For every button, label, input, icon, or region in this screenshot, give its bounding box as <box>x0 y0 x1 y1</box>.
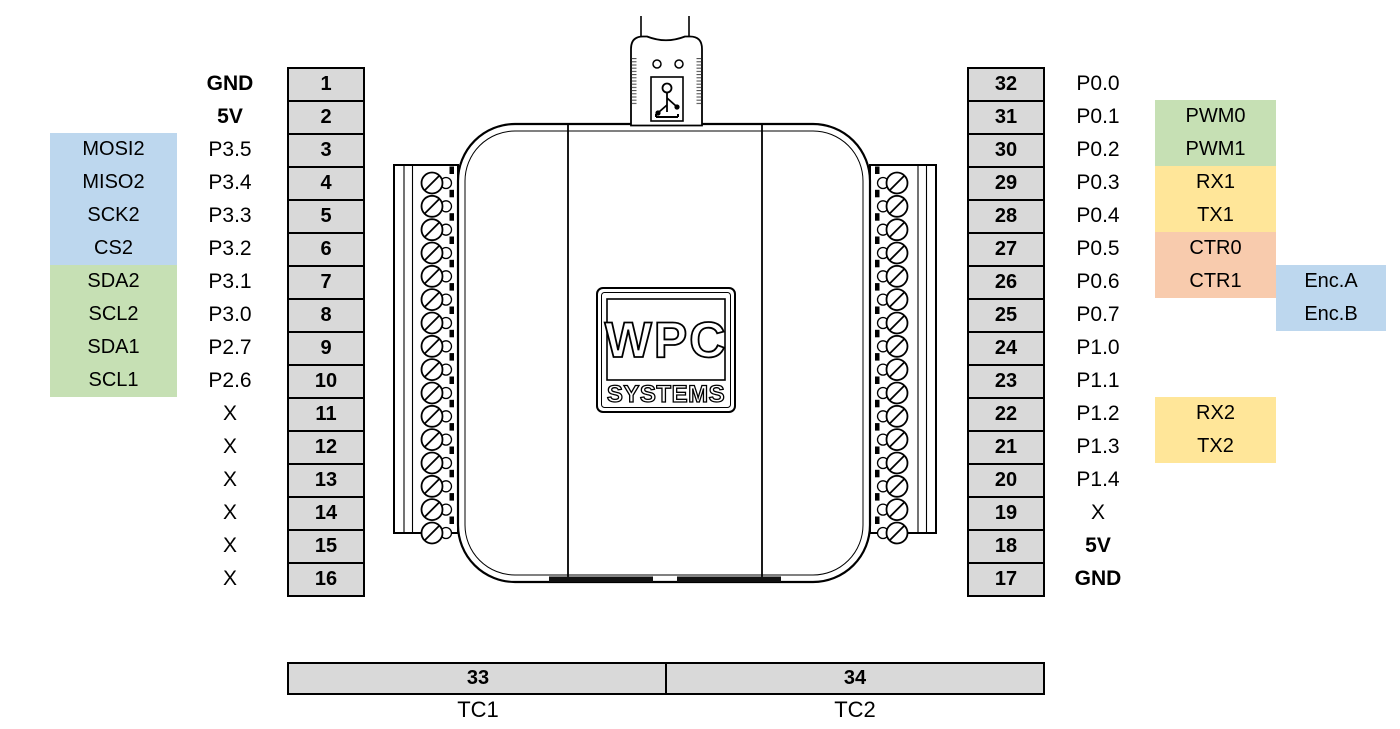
pin-name-label: P2.6 <box>208 368 252 392</box>
pin-name-label: GND <box>206 71 254 95</box>
pin-box: 6 <box>287 232 365 267</box>
device-foot <box>549 576 653 582</box>
pin-name-label: P1.1 <box>1076 368 1120 392</box>
pin-name-label: X <box>1090 500 1105 524</box>
pin-name-label: P3.4 <box>208 170 252 194</box>
pin-name-label: X <box>222 566 237 590</box>
pin-name-label: 5V <box>217 104 243 128</box>
pin-name-label: P0.3 <box>1076 170 1120 194</box>
pin-name-label: X <box>222 434 237 458</box>
pin-function-label: RX1 <box>1155 166 1276 199</box>
pin-name-label: P0.5 <box>1076 236 1120 260</box>
pin-box: 23 <box>967 364 1045 399</box>
pin-box: 31 <box>967 100 1045 135</box>
pin-box: 30 <box>967 133 1045 168</box>
pin-name-label: X <box>222 467 237 491</box>
pin-function-label: SCL2 <box>50 298 177 331</box>
pin-box: 18 <box>967 529 1045 564</box>
pin-function-label: SCK2 <box>50 199 177 232</box>
pin-function-label: RX2 <box>1155 397 1276 430</box>
bottom-pin-label: TC1 <box>457 697 499 722</box>
pin-name-label: X <box>222 533 237 557</box>
pin-box: 26 <box>967 265 1045 300</box>
pin-name-label: P0.6 <box>1076 269 1120 293</box>
pin-box: 19 <box>967 496 1045 531</box>
pin-name-label: P1.2 <box>1076 401 1120 425</box>
brand-logo: WPC SYSTEMS <box>596 287 736 413</box>
pin-box: 15 <box>287 529 365 564</box>
pin-name-label: P3.0 <box>208 302 252 326</box>
pin-name-label: X <box>222 500 237 524</box>
pin-box: 16 <box>287 562 365 597</box>
pin-box: 32 <box>967 67 1045 102</box>
pin-name-label: P3.2 <box>208 236 252 260</box>
pin-box: 9 <box>287 331 365 366</box>
usb-trident-icon <box>650 76 684 122</box>
pin-box: 14 <box>287 496 365 531</box>
pin-box: 8 <box>287 298 365 333</box>
pin-name-label: P3.5 <box>208 137 252 161</box>
pin-box: 20 <box>967 463 1045 498</box>
pin-box: 11 <box>287 397 365 432</box>
pin-function-label: MOSI2 <box>50 133 177 166</box>
pin-function-label: TX1 <box>1155 199 1276 232</box>
pin-box: 10 <box>287 364 365 399</box>
bottom-pin-label: TC2 <box>834 697 876 722</box>
pin-box: 24 <box>967 331 1045 366</box>
pin-box: 29 <box>967 166 1045 201</box>
bottom-pin-box: 34 <box>665 662 1045 695</box>
pin-name-label: P0.4 <box>1076 203 1120 227</box>
pin-name-label: GND <box>1074 566 1122 590</box>
pin-name-label: P1.0 <box>1076 335 1120 359</box>
pin-function-label: Enc.A <box>1276 265 1386 298</box>
pin-box: 27 <box>967 232 1045 267</box>
pin-function-label: CS2 <box>50 232 177 265</box>
pin-box: 1 <box>287 67 365 102</box>
pin-function-label: CTR0 <box>1155 232 1276 265</box>
pin-box: 4 <box>287 166 365 201</box>
pin-function-label: CTR1 <box>1155 265 1276 298</box>
pin-box: 28 <box>967 199 1045 234</box>
usb-plug <box>630 35 703 127</box>
pin-box: 12 <box>287 430 365 465</box>
pin-box: 5 <box>287 199 365 234</box>
bottom-pin-box: 33 <box>287 662 669 695</box>
pin-box: 13 <box>287 463 365 498</box>
terminal-block-left <box>393 164 459 545</box>
brand-subname-text: SYSTEMS <box>607 381 725 408</box>
pin-name-label: P0.1 <box>1076 104 1120 128</box>
pin-name-label: P3.1 <box>208 269 252 293</box>
usb-cable <box>640 16 690 37</box>
pin-box: 25 <box>967 298 1045 333</box>
pin-function-label: Enc.B <box>1276 298 1386 331</box>
pin-box: 22 <box>967 397 1045 432</box>
pin-box: 21 <box>967 430 1045 465</box>
pin-name-label: P0.0 <box>1076 71 1120 95</box>
pin-function-label: PWM0 <box>1155 100 1276 133</box>
pin-name-label: X <box>222 401 237 425</box>
pin-function-label: TX2 <box>1155 430 1276 463</box>
pin-name-label: 5V <box>1085 533 1111 557</box>
pin-box: 2 <box>287 100 365 135</box>
pin-name-label: P1.3 <box>1076 434 1120 458</box>
brand-name-text: WPC <box>605 312 728 368</box>
pin-name-label: P2.7 <box>208 335 252 359</box>
pin-box: 3 <box>287 133 365 168</box>
pin-function-label: PWM1 <box>1155 133 1276 166</box>
pin-name-label: P0.2 <box>1076 137 1120 161</box>
pin-box: 17 <box>967 562 1045 597</box>
terminal-block-right <box>869 164 937 545</box>
pin-function-label: SDA2 <box>50 265 177 298</box>
pin-function-label: MISO2 <box>50 166 177 199</box>
pin-name-label: P1.4 <box>1076 467 1120 491</box>
pin-name-label: P3.3 <box>208 203 252 227</box>
pin-box: 7 <box>287 265 365 300</box>
pin-name-label: P0.7 <box>1076 302 1120 326</box>
pin-function-label: SCL1 <box>50 364 177 397</box>
pin-function-label: SDA1 <box>50 331 177 364</box>
device-foot <box>677 576 781 582</box>
